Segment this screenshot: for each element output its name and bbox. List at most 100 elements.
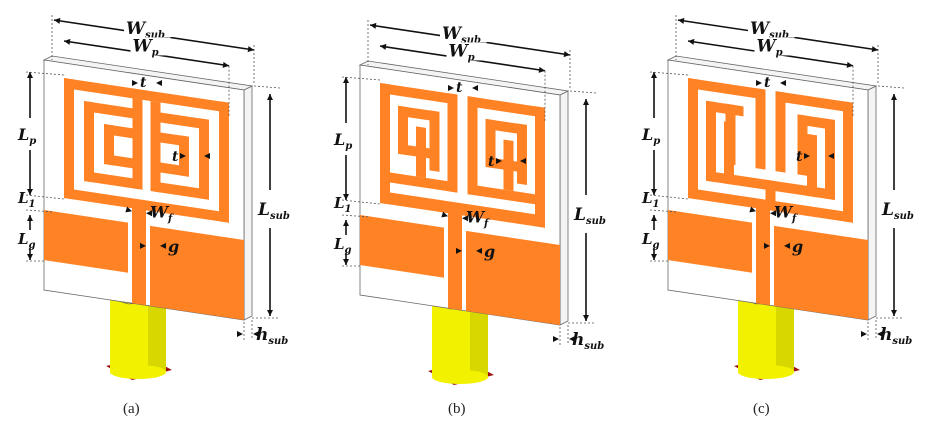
label-w-sub-subscript: sub [461,35,481,46]
label-l-1: L1 [333,194,352,215]
label-g: g [484,242,495,261]
label-w-sub: Wsub [442,24,481,46]
connector-body-shade [470,295,488,377]
arrow-head [54,17,61,24]
arrow-head [343,194,349,200]
arrow-head [651,215,657,221]
right-meander-top [775,91,853,113]
ground-plane-left [360,215,444,278]
label-bg [748,19,798,37]
label-l-g-symbol: L [333,235,345,253]
arrow-head [877,331,883,337]
label-l-g: Lg [333,235,352,256]
label-w-f: Wf [466,207,490,229]
arrow-head [784,242,790,249]
label-l-p: Lp [333,130,352,152]
ground-edge [668,260,752,273]
left-meander-wall [706,100,716,183]
label-l-1-subscript: 1 [653,199,660,210]
left-spiral-inner-left [398,105,408,156]
label-l-p-subscript: p [29,136,36,147]
arrow-head [651,189,657,195]
label-l-sub-symbol: L [257,200,270,220]
arrow-head [343,77,349,83]
label-bg [124,19,174,37]
label-w-f-subscript: f [483,218,490,229]
right-spiral-inner-left [485,118,496,169]
label-h-sub-symbol: h [572,330,584,350]
arrow-head [125,206,132,213]
label-l-sub: Lsub [257,200,290,222]
label-w-p-subscript: p [152,47,159,58]
arrow-head [569,336,575,342]
arrow-head [563,51,570,58]
label-bg [446,42,487,61]
label-t-top-symbol: t [764,75,771,91]
arrow-head [583,315,589,321]
connector-body-shade [148,290,166,372]
label-w-f-symbol: W [150,202,170,221]
arrow-head [222,61,229,68]
arrow-head [140,242,146,249]
patch-right-bar [843,101,853,223]
label-l-p-subscript: p [653,136,660,147]
label-w-p: Wp [133,36,159,58]
left-spiral-outer-left [380,83,390,183]
arrow-head [496,158,502,164]
feed-line [132,203,146,306]
label-h-sub-symbol: h [880,325,892,345]
arrow-head [27,254,33,260]
arrow-head [462,215,468,222]
arrow-head [476,247,482,254]
label-h-sub: hsub [256,325,288,347]
ground-plane-left [668,210,752,273]
left-resonator-top-0 [84,101,139,120]
arrow-head [538,66,545,73]
label-w-f-subscript: f [791,213,798,224]
arrow-head [780,80,786,86]
label-l-p: Lp [17,125,36,147]
label-w-p: Wp [757,36,783,58]
label-t-inner-symbol: t [488,154,495,170]
label-l-g: Lg [17,230,36,251]
l-1-extension [649,209,679,213]
right-resonator-top-0 [154,111,209,130]
label-l-p-symbol: L [641,125,653,144]
arrow-head [146,210,152,217]
arrow-head [343,259,349,265]
label-w-sub-subscript: sub [769,30,789,41]
substrate-side [867,85,877,321]
label-w-p-symbol: W [757,36,778,56]
right-spiral-inner-right [517,123,527,186]
arrow-head [688,38,695,45]
label-l-1-subscript: 1 [345,204,352,215]
arrow-head [441,211,448,218]
label-t-inner-symbol: t [796,149,803,165]
ground-plane-right [466,230,560,325]
label-w-p-symbol: W [133,36,154,56]
arrow-head [27,189,33,195]
ground-edge [360,265,444,278]
label-l-sub-subscript: sub [586,216,606,227]
ground-plane-right [150,225,244,320]
patch-top-bar [64,78,229,113]
ground-edge [44,260,128,273]
left-meander-top [688,78,766,100]
label-l-sub-symbol: L [881,200,894,220]
patch-right-bar [219,101,229,223]
left-resonator-bottom-0 [84,171,139,190]
left-spiral-core [416,126,426,178]
label-l-g-symbol: L [641,230,653,248]
arrow-head [267,310,273,316]
label-w-sub-symbol: W [126,19,147,39]
label-g: g [168,237,179,256]
arrow-head [520,158,526,164]
right-spiral-outer-right [535,106,545,206]
label-l-g-symbol: L [17,230,29,248]
right-spiral-top [467,96,545,118]
left-spiral-top [380,83,458,105]
label-l-sub: Lsub [881,200,914,222]
label-w-p-subscript: p [776,47,783,58]
label-bg [440,24,490,42]
